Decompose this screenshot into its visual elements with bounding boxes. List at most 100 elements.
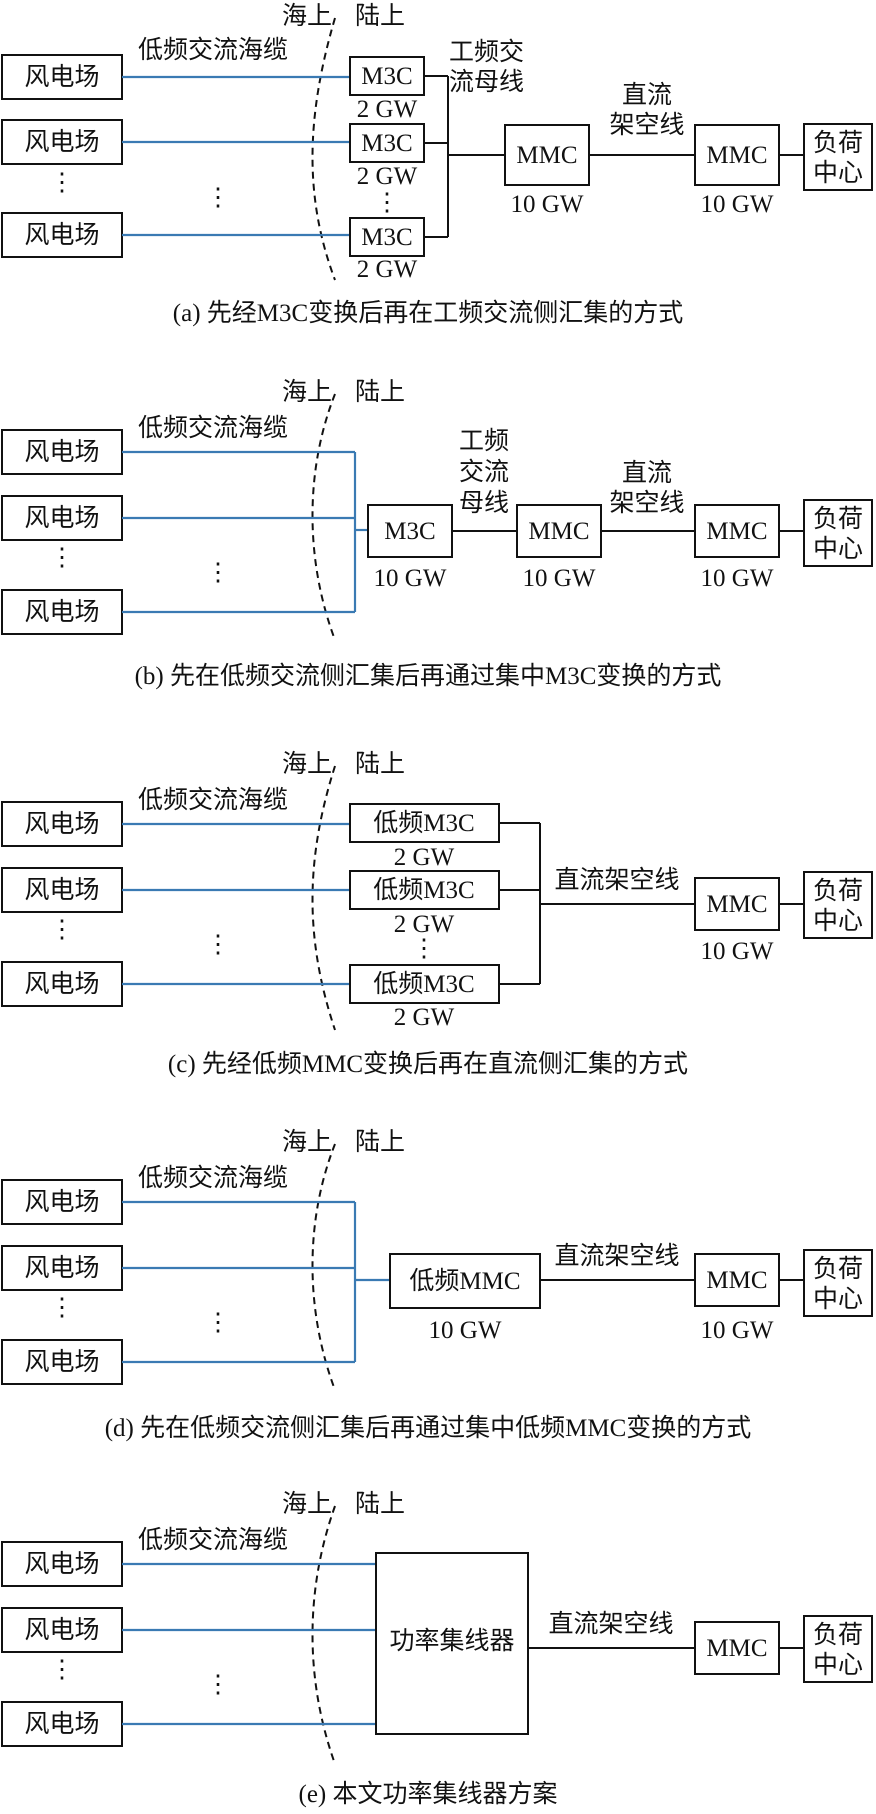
lf-m3c-box — [349, 964, 500, 1004]
vertical-ellipsis: ⋮ — [412, 935, 437, 962]
vertical-ellipsis: ⋮ — [206, 559, 231, 586]
dc-line-label: 直流架空线 — [554, 866, 679, 894]
load-label: 负荷 — [813, 129, 863, 157]
shoreline — [311, 1505, 336, 1765]
capacity-label: 2 GW — [357, 163, 418, 190]
dc-line-label: 直流架空线 — [548, 1610, 673, 1638]
panel-b: 海上 陆上 风电场 风电场 ⋮ 风电场 低频交流海缆 ⋮ M3C 10 GW 工… — [1, 378, 873, 690]
sea-label: 海上 — [282, 2, 332, 30]
load-center-box — [803, 123, 873, 191]
power-collector-box — [375, 1552, 529, 1735]
wind-farm-box — [1, 1179, 123, 1225]
pf-bus-label: 交流 — [459, 458, 509, 486]
capacity-label: 10 GW — [701, 938, 774, 965]
capacity-label: 10 GW — [429, 1317, 502, 1344]
caption-b: (b) 先在低频交流侧汇集后再通过集中M3C变换的方式 — [135, 662, 722, 690]
land-label: 陆上 — [355, 2, 405, 30]
vertical-ellipsis: ⋮ — [50, 1656, 75, 1683]
lf-mmc-label: 低频MMC — [409, 1267, 520, 1295]
load-label: 负荷 — [813, 1621, 863, 1649]
pf-bus-label: 工频 — [459, 427, 509, 455]
wind-farm-box — [1, 867, 123, 913]
lf-m3c-label: 低频M3C — [373, 809, 474, 837]
wind-farm-box — [1, 429, 123, 475]
caption-e: (e) 本文功率集线器方案 — [299, 1780, 558, 1808]
wind-farm-box — [1, 1339, 123, 1385]
load-label: 中心 — [813, 1651, 863, 1679]
wind-farm-label: 风电场 — [24, 504, 99, 532]
wind-farm-box — [1, 212, 123, 258]
capacity-label: 2 GW — [394, 911, 455, 938]
sea-label: 海上 — [282, 750, 332, 778]
shoreline — [311, 765, 336, 1031]
panel-a: 海上 陆上 风电场 风电场 ⋮ 风电场 低频交流海缆 ⋮ M3C 2 GW M3… — [1, 2, 873, 327]
wind-farm-box — [1, 589, 123, 635]
load-label: 中心 — [813, 907, 863, 935]
dc-line-label: 直流架空线 — [554, 1242, 679, 1270]
vertical-ellipsis: ⋮ — [206, 184, 231, 211]
vertical-ellipsis: ⋮ — [50, 169, 75, 196]
land-label: 陆上 — [355, 1490, 405, 1518]
wind-farm-label: 风电场 — [24, 128, 99, 156]
wind-farm-label: 风电场 — [24, 1710, 99, 1738]
pf-bus-label: 流母线 — [449, 68, 524, 96]
wind-farm-box — [1, 1541, 123, 1587]
vertical-ellipsis: ⋮ — [50, 916, 75, 943]
dc-line-label: 架空线 — [609, 489, 684, 517]
lf-cable-label: 低频交流海缆 — [138, 414, 288, 442]
panel-d: 海上 陆上 风电场 风电场 ⋮ 风电场 低频交流海缆 ⋮ 低频MMC 10 GW… — [1, 1128, 873, 1442]
wind-farm-box — [1, 961, 123, 1007]
lf-m3c-label: 低频M3C — [373, 970, 474, 998]
sea-label: 海上 — [282, 1490, 332, 1518]
wind-farm-label: 风电场 — [24, 598, 99, 626]
shoreline — [311, 17, 336, 281]
load-center-box — [803, 499, 873, 567]
load-label: 中心 — [813, 535, 863, 563]
vertical-ellipsis: ⋮ — [206, 1671, 231, 1698]
capacity-label: 10 GW — [701, 191, 774, 218]
m3c-box — [349, 56, 425, 96]
m3c-label: M3C — [361, 224, 412, 251]
panel-e: 海上 陆上 风电场 风电场 ⋮ 风电场 低频交流海缆 ⋮ 功率集线器 直流架空线… — [1, 1490, 873, 1808]
pf-bus-label: 工频交 — [449, 38, 524, 66]
lf-mmc-box — [389, 1253, 541, 1309]
wind-farm-box — [1, 801, 123, 847]
m3c-label: M3C — [361, 130, 412, 157]
wind-farm-box — [1, 1245, 123, 1291]
mmc-label: MMC — [528, 518, 589, 545]
land-label: 陆上 — [355, 1128, 405, 1156]
sea-label: 海上 — [282, 1128, 332, 1156]
dc-line-label: 直流 — [622, 459, 672, 487]
capacity-label: 10 GW — [511, 191, 584, 218]
lf-cable-label: 低频交流海缆 — [138, 36, 288, 64]
m3c-label: M3C — [361, 63, 412, 90]
lf-cable-label: 低频交流海缆 — [138, 786, 288, 814]
wind-farm-box — [1, 54, 123, 100]
wind-farm-label: 风电场 — [24, 876, 99, 904]
vertical-ellipsis: ⋮ — [50, 544, 75, 571]
lf-m3c-label: 低频M3C — [373, 876, 474, 904]
wind-farm-label: 风电场 — [24, 810, 99, 838]
lf-m3c-box — [349, 803, 500, 843]
caption-a: (a) 先经M3C变换后再在工频交流侧汇集的方式 — [173, 299, 683, 327]
caption-c: (c) 先经低频MMC变换后再在直流侧汇集的方式 — [168, 1050, 688, 1078]
wind-farm-label: 风电场 — [24, 1348, 99, 1376]
mmc-label: MMC — [706, 891, 767, 918]
load-label: 负荷 — [813, 1255, 863, 1283]
wind-farm-label: 风电场 — [24, 1188, 99, 1216]
vertical-ellipsis: ⋮ — [375, 189, 400, 216]
mmc-label: MMC — [706, 518, 767, 545]
load-label: 负荷 — [813, 505, 863, 533]
wind-farm-label: 风电场 — [24, 1616, 99, 1644]
mmc-box — [516, 504, 602, 558]
capacity-label: 10 GW — [701, 565, 774, 592]
mmc-box — [694, 877, 780, 931]
mmc-box — [694, 504, 780, 558]
wind-farm-label: 风电场 — [24, 1254, 99, 1282]
vertical-ellipsis: ⋮ — [206, 931, 231, 958]
load-center-box — [803, 1615, 873, 1683]
m3c-box — [349, 123, 425, 163]
dc-line-label: 直流 — [622, 81, 672, 109]
land-label: 陆上 — [355, 750, 405, 778]
